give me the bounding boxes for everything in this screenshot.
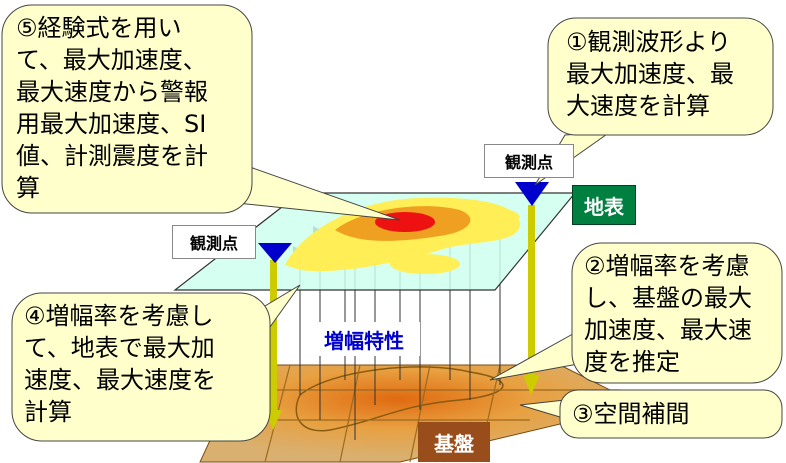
bedrock-label: 基盤 (418, 422, 490, 462)
callout-balloon-5 (1, 4, 401, 221)
surface-label: 地表 (572, 185, 636, 225)
callout-1-text: ①観測波形より 最大加速度、最 大速度を計算 (566, 28, 734, 120)
callout-4-text: ④増幅率を考慮し て、地表で最大加 速度、最大速度を 計算 (24, 302, 216, 426)
callout-3-text: ③空間補間 (572, 400, 690, 428)
callout-5-text: ⑤経験式を用い て、最大加速度、 最大速度から警報 用最大加速度、SI 値、計測… (16, 14, 208, 202)
callout-balloon-3 (519, 389, 783, 439)
callout-balloon-4 (11, 284, 301, 442)
station-marker-left (258, 243, 292, 263)
station-label-left: 観測点 (172, 225, 256, 259)
callout-2-text: ②増幅率を考慮 し、基盤の最大 加速度、最大速 度を推定 (584, 252, 752, 376)
callout-balloon-2 (489, 242, 783, 384)
amplification-label: 増幅特性 (308, 322, 420, 356)
station-label-right: 観測点 (484, 144, 574, 178)
station-marker-right (515, 182, 549, 206)
